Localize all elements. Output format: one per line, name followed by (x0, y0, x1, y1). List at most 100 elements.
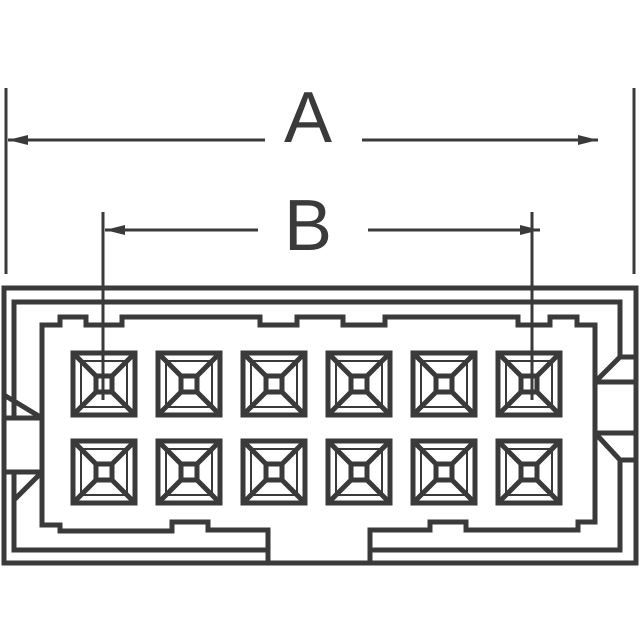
pin-bevel-line (496, 478, 523, 505)
pin-outer-square (70, 438, 138, 506)
pin-outer-square (240, 350, 308, 418)
dimension-label-a: A (284, 78, 332, 158)
pin-bevel-line (535, 351, 562, 378)
pin-bevel-frame (80, 360, 128, 408)
pin-bevel-line (450, 478, 477, 505)
pin-bevel-line (110, 351, 137, 378)
pin-cavity (70, 350, 138, 418)
pin-bevel-line (450, 439, 477, 466)
pin-outer-square (155, 438, 223, 506)
pin-cavity (240, 350, 308, 418)
pin-outer-square (240, 438, 308, 506)
pin-bevel-frame (420, 448, 468, 496)
pin-bevel-frame (335, 360, 383, 408)
pin-bevel-line (411, 351, 438, 378)
pin-cavity (325, 438, 393, 506)
pin-bevel-line (241, 439, 268, 466)
pin-bevel-line (535, 478, 562, 505)
pin-bevel-line (156, 439, 183, 466)
pin-outer-square (325, 438, 393, 506)
dimension-a: A (4, 78, 636, 274)
pin-bevel-line (365, 390, 392, 417)
pin-bevel-line (365, 351, 392, 378)
pin-bevel-line (326, 478, 353, 505)
pin-bevel-line (496, 390, 523, 417)
pin-bevel-line (71, 478, 98, 505)
pin-cavity (70, 438, 138, 506)
pin-inner-square (348, 461, 370, 483)
pin-bevel-line (365, 439, 392, 466)
pin-bevel-line (326, 351, 353, 378)
connector-housing (1, 285, 639, 566)
pin-bevel-line (280, 478, 307, 505)
pin-bevel-line (241, 390, 268, 417)
pin-bevel-line (326, 439, 353, 466)
pin-outer-square (495, 438, 563, 506)
pin-bevel-line (496, 439, 523, 466)
pin-cavity (495, 350, 563, 418)
pin-bevel-line (71, 351, 98, 378)
pin-bevel-line (365, 478, 392, 505)
pin-inner-square (348, 373, 370, 395)
pin-bevel-line (110, 390, 137, 417)
pin-cavity (410, 350, 478, 418)
pin-outer-square (70, 350, 138, 418)
pin-bevel-frame (505, 448, 553, 496)
right-latch (593, 354, 636, 463)
pin-inner-square (518, 373, 540, 395)
inner-frame (39, 314, 598, 563)
dimension-b: B (101, 186, 540, 400)
pin-cavity (155, 350, 223, 418)
pin-bevel-line (241, 478, 268, 505)
pin-bevel-frame (250, 448, 298, 496)
pin-inner-square (263, 373, 285, 395)
pin-grid (70, 350, 563, 506)
pin-bevel-frame (250, 360, 298, 408)
pin-bevel-line (195, 351, 222, 378)
pin-bevel-line (450, 351, 477, 378)
pin-bevel-line (195, 478, 222, 505)
pin-bevel-line (280, 351, 307, 378)
pin-bevel-line (535, 439, 562, 466)
pin-outer-square (410, 350, 478, 418)
pin-bevel-line (411, 390, 438, 417)
pin-cavity (410, 438, 478, 506)
pin-inner-square (93, 373, 115, 395)
pin-bevel-line (156, 390, 183, 417)
pin-bevel-line (411, 478, 438, 505)
pin-bevel-frame (420, 360, 468, 408)
pin-bevel-frame (335, 448, 383, 496)
pin-bevel-line (496, 351, 523, 378)
pin-bevel-line (241, 351, 268, 378)
pin-inner-square (93, 461, 115, 483)
pin-inner-square (178, 373, 200, 395)
pin-inner-square (433, 461, 455, 483)
pin-bevel-line (535, 390, 562, 417)
pin-bevel-line (110, 478, 137, 505)
pin-bevel-line (110, 439, 137, 466)
pin-bevel-line (156, 351, 183, 378)
pin-outer-square (155, 350, 223, 418)
pin-bevel-line (156, 478, 183, 505)
second-outline (11, 299, 623, 553)
dimension-label-b: B (284, 186, 332, 266)
pin-cavity (325, 350, 393, 418)
pin-bevel-frame (165, 448, 213, 496)
pin-bevel-line (71, 390, 98, 417)
pin-bevel-line (195, 439, 222, 466)
pin-cavity (155, 438, 223, 506)
left-latch (2, 392, 44, 502)
pin-bevel-frame (505, 360, 553, 408)
pin-bevel-line (280, 390, 307, 417)
pin-outer-square (325, 350, 393, 418)
pin-bevel-line (450, 390, 477, 417)
pin-inner-square (263, 461, 285, 483)
pin-inner-square (518, 461, 540, 483)
pin-bevel-frame (165, 360, 213, 408)
pin-cavity (495, 438, 563, 506)
pin-bevel-frame (80, 448, 128, 496)
pin-inner-square (433, 373, 455, 395)
outer-outline (1, 285, 639, 566)
